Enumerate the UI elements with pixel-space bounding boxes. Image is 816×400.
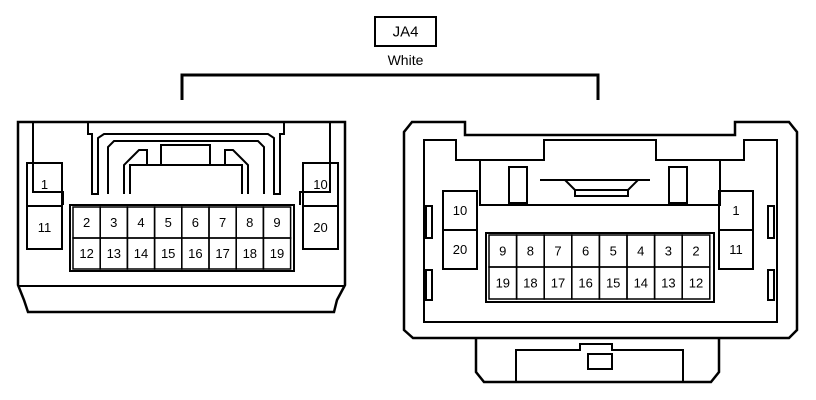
right-connector (402, 120, 799, 384)
left-pin-frame (69, 204, 295, 272)
pin-label: 7 (219, 215, 226, 230)
pin-label: 9 (499, 244, 506, 259)
pin-label: 4 (137, 215, 144, 230)
pin-label: 9 (273, 215, 280, 230)
pin-label: 4 (637, 244, 644, 259)
pin-label: 6 (582, 244, 589, 259)
right-latch-housing (474, 338, 721, 384)
pin-label: 3 (110, 215, 117, 230)
pin-label: 6 (192, 215, 199, 230)
left-pin-grid: 2 3 4 5 6 7 8 9 12 13 14 15 16 17 18 19 (72, 206, 292, 270)
connector-color-label: White (388, 52, 424, 68)
pin-label: 20 (313, 220, 327, 235)
left-connector (16, 120, 347, 314)
pin-label: 1 (41, 177, 48, 192)
right-pin-frame (485, 232, 715, 303)
pin-label: 10 (313, 177, 327, 192)
pin-label: 14 (134, 246, 148, 261)
pin-label: 5 (165, 215, 172, 230)
pin-label: 14 (634, 276, 648, 291)
bracket-line (180, 73, 600, 100)
pin-label: 12 (689, 276, 703, 291)
pin-label: 20 (453, 242, 467, 257)
pin-label: 1 (732, 203, 739, 218)
right-pin-grid: 9 8 7 6 5 4 3 2 19 18 17 16 15 14 13 12 (488, 234, 711, 300)
right-side-pins: 10 20 1 11 (453, 203, 743, 257)
pin-label: 10 (453, 203, 467, 218)
pin-label: 17 (551, 276, 565, 291)
pin-label: 18 (523, 276, 537, 291)
connector-header: JA4 White (180, 16, 600, 100)
pin-label: 17 (215, 246, 229, 261)
pin-cell (681, 266, 711, 300)
pin-label: 8 (246, 215, 253, 230)
pin-label: 7 (554, 244, 561, 259)
left-connector-body (16, 120, 347, 314)
pin-label: 19 (496, 276, 510, 291)
right-connector-inner (423, 139, 778, 323)
pin-label: 16 (578, 276, 592, 291)
pin-label: 11 (729, 242, 743, 257)
right-connector-shell (402, 120, 799, 340)
pin-cell (262, 237, 292, 270)
pin-label: 13 (661, 276, 675, 291)
pin-label: 16 (188, 246, 202, 261)
pin-label: 15 (606, 276, 620, 291)
pin-label: 12 (79, 246, 93, 261)
pin-label: 8 (527, 244, 534, 259)
pin-label: 3 (665, 244, 672, 259)
pin-label: 19 (270, 246, 284, 261)
pin-label: 2 (692, 244, 699, 259)
pin-label: 11 (38, 220, 52, 235)
connector-code-label: JA4 (393, 24, 419, 41)
pin-label: 18 (243, 246, 257, 261)
connector-code-box (374, 16, 437, 47)
left-side-pins: 1 11 10 20 (38, 177, 328, 235)
pin-label: 13 (107, 246, 121, 261)
pin-label: 15 (161, 246, 175, 261)
pin-label: 2 (83, 215, 90, 230)
pin-label: 5 (610, 244, 617, 259)
